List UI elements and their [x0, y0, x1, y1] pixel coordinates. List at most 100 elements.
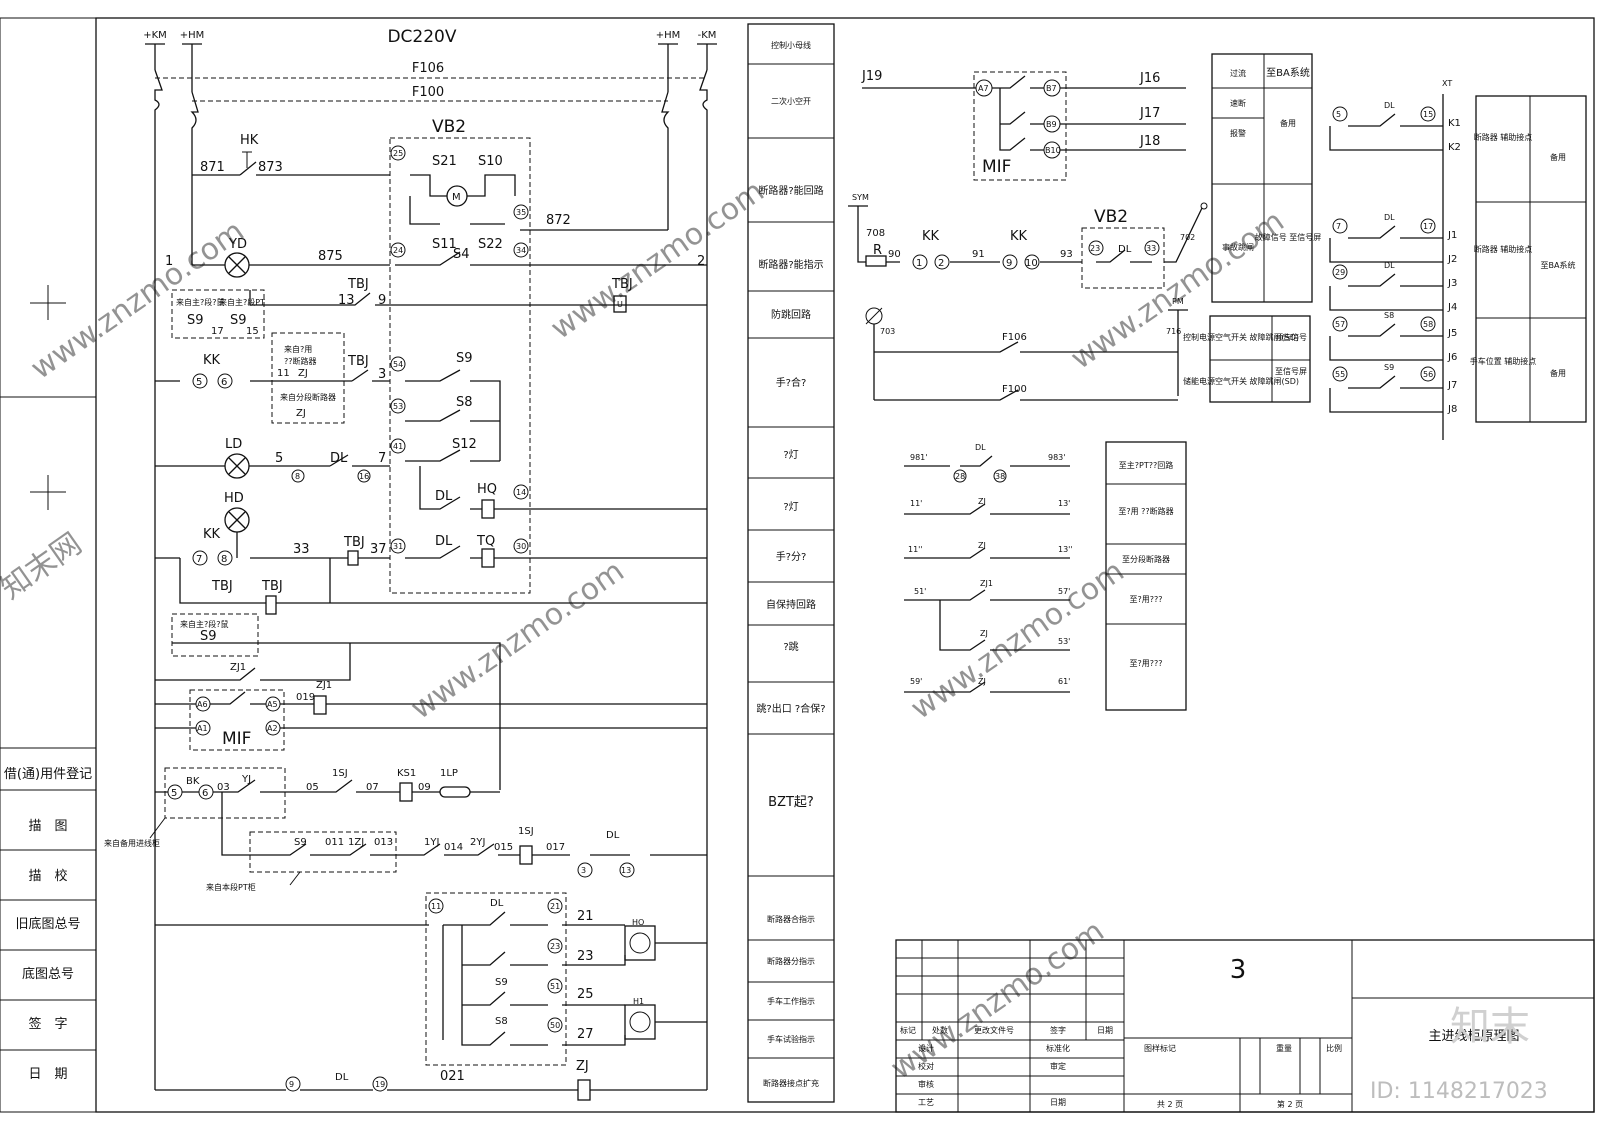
- zj1-label: ZJ1: [316, 680, 332, 691]
- function-label: 自保持回路: [766, 598, 816, 611]
- terminal-label: 30: [516, 542, 526, 551]
- rail-label: 1: [165, 254, 173, 269]
- aux-left: 981': [910, 453, 927, 462]
- s9-label: S9: [187, 313, 204, 328]
- watermark-id: ID: 1148217023: [1370, 1079, 1548, 1104]
- node-716: 716: [1166, 327, 1181, 336]
- vb2-label: VB2: [1094, 207, 1128, 227]
- xt-terminal: J1: [1447, 230, 1457, 241]
- tbj-coil-mark: U: [617, 300, 623, 309]
- vb2-terminals: 25 35 24 34 54 53 41 14 31 30 8 16: [291, 145, 529, 554]
- vb2-box: [389, 137, 531, 594]
- xt-terminal: J2: [1447, 254, 1457, 265]
- s8-label: S8: [495, 1016, 508, 1027]
- xt-terminal-block: XT K1 K2 J1 J2 J3 J4 J5 J6 J7 J8 5 15 7 …: [1329, 79, 1587, 440]
- function-label: 手车工作指示: [767, 996, 815, 1006]
- tb-role: 工艺: [918, 1098, 934, 1107]
- watermark-text: 知末网: [0, 526, 88, 606]
- terminal-circle: [547, 1017, 563, 1033]
- function-label: 控制小母线: [771, 40, 811, 50]
- terminal-label: 54: [393, 360, 403, 369]
- from-pt2-text: 来自主?段PT: [219, 297, 265, 307]
- terminal-label: 2: [938, 258, 944, 269]
- aux-contacts: 981' 983' DL 28 38 11' 13' ZJ 11'' 13'' …: [904, 441, 1187, 711]
- terminal-label: 23: [550, 942, 560, 951]
- power-table: 控制电源空气开关 故障跳闸(SD) 预告信号 储能电源空气开关 故障跳闸(SD)…: [1183, 315, 1311, 403]
- tbj-label: TBJ: [343, 535, 365, 550]
- from-backup-box: [164, 767, 286, 819]
- resistor-r: [865, 255, 887, 267]
- function-label: 手?分?: [776, 550, 807, 563]
- tb-role: 设计: [918, 1043, 934, 1053]
- terminal-label: 19: [375, 1080, 385, 1089]
- from-backup-text: 来自备用进线柜: [104, 838, 160, 848]
- s9-label: S9: [456, 351, 473, 366]
- terminal-label: A5: [267, 700, 278, 709]
- terminal-label: B9: [1046, 120, 1057, 129]
- f106-label: F106: [1002, 332, 1027, 343]
- node-11: 11: [277, 368, 290, 379]
- terminal-label: 29: [1335, 268, 1345, 277]
- main-control-circuit: DC220V +KM +HM +HM -KM F106 F100 1 2 HK …: [104, 27, 717, 1101]
- fuse-label: F106: [412, 61, 444, 76]
- registration-mark-2: [30, 475, 66, 510]
- kk-label: KK: [922, 229, 940, 244]
- xt-terminal: J5: [1447, 328, 1457, 339]
- terminal-label: 3: [581, 866, 586, 875]
- terminal-label: 7: [1336, 222, 1341, 231]
- aux-left: 51': [914, 587, 926, 596]
- node-9: 9: [378, 293, 386, 308]
- node-708: 708: [866, 228, 885, 239]
- terminal-label: 23: [1090, 244, 1100, 253]
- bus-label: +HM: [656, 30, 681, 41]
- tbj-coil: [347, 550, 359, 566]
- hq-label: HQ: [477, 482, 497, 497]
- node-702: 702: [1180, 233, 1195, 242]
- tb-role: 审核: [918, 1079, 934, 1089]
- tb-role: 校对: [918, 1061, 934, 1071]
- xt-terminal: J4: [1447, 302, 1457, 313]
- aux-right: 13'': [1058, 545, 1073, 554]
- terminal-circle: [217, 550, 233, 566]
- zj-label: ZJ: [298, 368, 308, 379]
- terminal-label: 25: [393, 149, 403, 158]
- s4-label: S4: [453, 247, 470, 262]
- tb-role: 审定: [1050, 1061, 1066, 1071]
- from-pt-box: [171, 289, 265, 339]
- tbj-label-right: TBJ: [611, 277, 633, 292]
- node-7: 7: [378, 451, 386, 466]
- function-label: 断路器?能指示: [758, 258, 823, 271]
- function-label: 断路器?能回路: [758, 184, 823, 197]
- bk-label: BK: [186, 776, 200, 787]
- register-label: 借(通)用件登记: [4, 767, 92, 782]
- node-25: 25: [577, 987, 594, 1002]
- terminal-label: 55: [1335, 370, 1345, 379]
- terminal-label: 50: [550, 1021, 560, 1030]
- terminal-circle: [428, 898, 444, 914]
- tb-header: 签字: [1050, 1025, 1066, 1035]
- watermark-logo: 知末: [1450, 1004, 1530, 1050]
- xt-contact: S8: [1384, 311, 1394, 320]
- terminal-label: 21: [550, 902, 560, 911]
- terminal-label: 14: [516, 488, 526, 497]
- mif-label: MIF: [222, 729, 251, 749]
- yd-label: YD: [228, 237, 247, 252]
- terminal-label: 10: [1025, 258, 1038, 269]
- zj-label: ZJ: [576, 1059, 589, 1074]
- tq-label: TQ: [476, 534, 495, 549]
- vb2-small-box: [1081, 227, 1165, 289]
- fuse-label: F100: [412, 85, 444, 100]
- terminal-label: A1: [197, 724, 208, 733]
- dl-label: DL: [335, 1072, 349, 1083]
- s10-label: S10: [478, 154, 503, 169]
- hk-label: HK: [240, 133, 259, 148]
- terminal-label: 31: [393, 542, 403, 551]
- node-873: 873: [258, 160, 283, 175]
- dl-label: DL: [435, 534, 453, 549]
- 1yj-label: 1YJ: [424, 837, 439, 848]
- zj1-coil: [313, 695, 327, 715]
- signal-cell: 速断: [1230, 98, 1246, 108]
- aux-dest: 至?用 ??断路器: [1118, 506, 1173, 516]
- ks1-coil: [399, 782, 413, 802]
